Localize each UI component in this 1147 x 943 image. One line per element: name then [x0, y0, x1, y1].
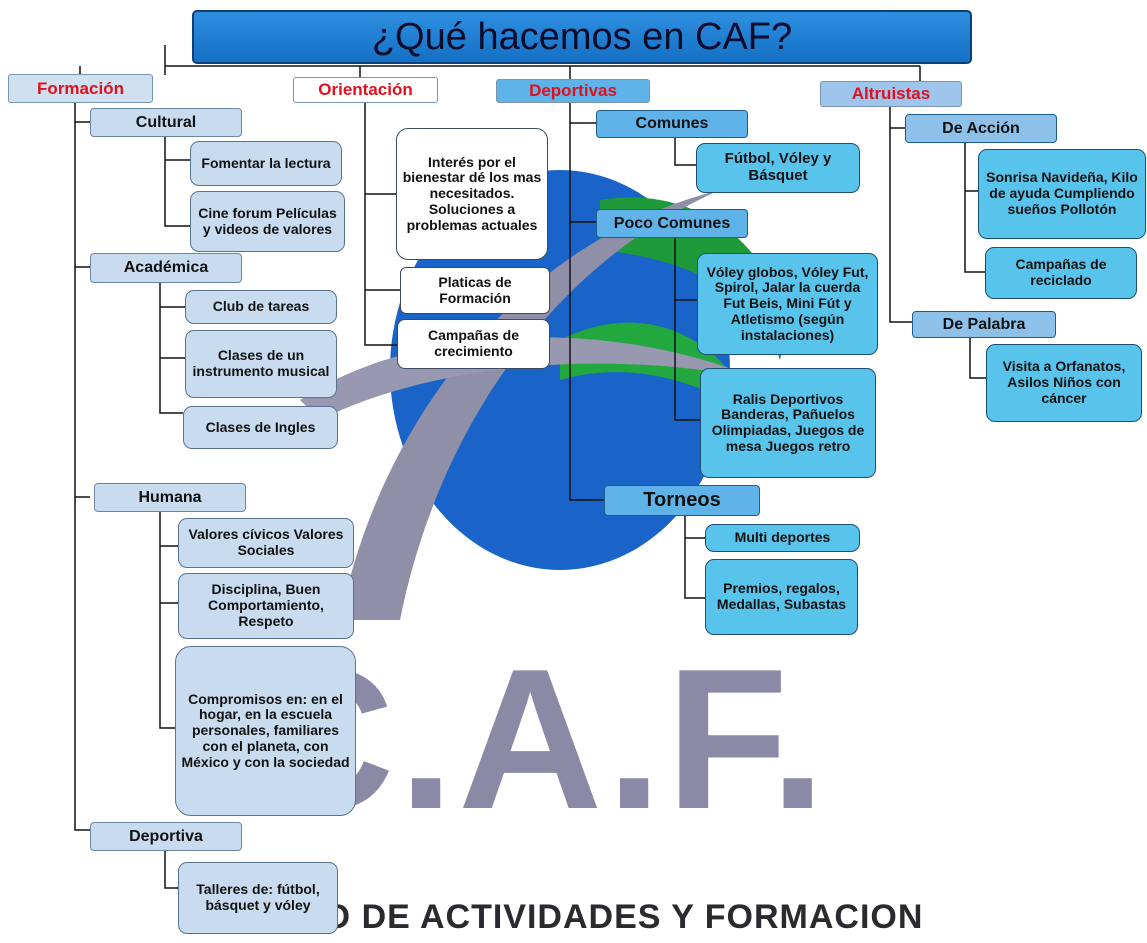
section-comunes: Comunes — [596, 110, 748, 138]
item-visita: Visita a Orfanatos, Asilos Niños con cán… — [986, 344, 1142, 422]
item-ralis: Ralis Deportivos Banderas, Pañuelos Olim… — [700, 368, 876, 478]
item-sonrisa: Sonrisa Navideña, Kilo de ayuda Cumplien… — [978, 149, 1146, 239]
section-deportiva: Deportiva — [90, 822, 242, 851]
item-premios: Premios, regalos, Medallas, Subastas — [705, 559, 858, 635]
item-campanas-crecimiento: Campañas de crecimiento — [397, 319, 550, 369]
section-poco-comunes: Poco Comunes — [596, 209, 748, 238]
logo-gray-orbit — [340, 190, 720, 620]
item-disciplina: Disciplina, Buen Comportamiento, Respeto — [178, 573, 354, 639]
section-humana: Humana — [94, 483, 246, 512]
item-interes: Interés por el bienestar dé los mas nece… — [396, 128, 548, 260]
page-title: ¿Qué hacemos en CAF? — [192, 10, 972, 64]
item-clases-ingles: Clases de Ingles — [183, 406, 338, 449]
item-compromisos: Compromisos en: en el hogar, en la escue… — [175, 646, 356, 816]
item-futbol: Fútbol, Vóley y Básquet — [696, 143, 860, 193]
section-academica: Académica — [90, 253, 242, 283]
item-club-tareas: Club de tareas — [185, 290, 337, 324]
item-platicas: Platicas de Formación — [400, 267, 550, 314]
header-deportivas: Deportivas — [496, 79, 650, 103]
item-fomentar-lectura: Fomentar la lectura — [190, 141, 342, 186]
item-talleres: Talleres de: fútbol, básquet y vóley — [178, 862, 338, 934]
item-clases-instrumento: Clases de un instrumento musical — [185, 330, 337, 398]
header-altruistas: Altruistas — [820, 81, 962, 107]
caf-logo-subtitle: PO DE ACTIVIDADES Y FORMACION — [300, 898, 924, 936]
section-torneos: Torneos — [604, 485, 760, 516]
item-valores: Valores cívicos Valores Sociales — [178, 518, 354, 568]
item-voley-globos: Vóley globos, Vóley Fut, Spirol, Jalar l… — [697, 253, 878, 355]
item-campanas-reciclado: Campañas de reciclado — [985, 247, 1137, 299]
section-de-accion: De Acción — [905, 114, 1057, 143]
item-cine-forum: Cine forum Películas y videos de valores — [190, 191, 345, 252]
item-multi-deportes: Multi deportes — [705, 524, 860, 552]
header-orientacion: Orientación — [293, 77, 438, 103]
header-formacion: Formación — [8, 74, 153, 103]
section-de-palabra: De Palabra — [912, 311, 1056, 338]
section-cultural: Cultural — [90, 108, 242, 137]
